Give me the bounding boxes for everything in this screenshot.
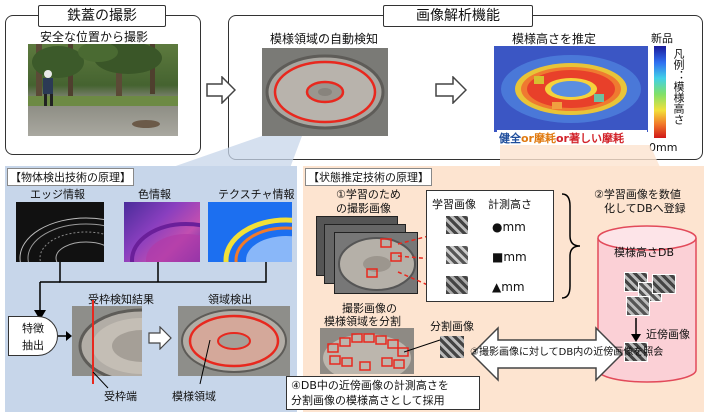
color-image [124, 202, 200, 262]
row2-height: ■mm [492, 250, 527, 264]
query-double-arrow [470, 326, 624, 382]
feature-connector [34, 262, 267, 320]
frame-edge-pointer [92, 372, 109, 389]
legend-label: 凡例：模様高さ [672, 48, 685, 125]
condition-severe: 著しい摩耗 [568, 132, 624, 145]
feature-line-2: 抽出 [22, 339, 44, 352]
detection-title: 【物体検出技術の原理】 [7, 168, 134, 186]
step1-line-1: ①学習のため [336, 188, 401, 201]
frame-edge-label: 受枠端 [104, 390, 137, 403]
step4-line-1: ④DB中の近傍画像の計測高さを [291, 379, 449, 392]
legend-colorbar [654, 46, 666, 138]
detected-manhole-image [262, 48, 388, 136]
pattern-region-label: 模様領域 [172, 390, 216, 403]
estimation-title: 【状態推定技術の原理】 [305, 168, 432, 186]
training-photo-front [334, 232, 418, 294]
split-pointer [404, 339, 441, 353]
nearest-patch [624, 342, 648, 362]
split-image-label: 分割画像 [430, 320, 474, 333]
split-photo [320, 328, 414, 374]
estimation-callout [500, 145, 660, 167]
row1-height: ●mm [492, 220, 526, 234]
texture-patch-2 [446, 246, 468, 264]
detection-callout [170, 136, 302, 168]
table-brace [561, 193, 581, 299]
texture-patch-1 [446, 216, 468, 234]
split-line-2: 模様領域を分割 [324, 315, 401, 328]
condition-or-2: or [555, 132, 569, 145]
condition-or-1: or [521, 132, 534, 145]
step2-line-2: 化してDBへ登録 [604, 202, 686, 215]
photo-tab: 鉄蓋の撮影 [38, 5, 166, 27]
feature-line-1: 特徴 [22, 322, 44, 335]
analysis-tab: 画像解析機能 [383, 5, 533, 27]
texture-label: テクスチャ情報 [218, 188, 295, 201]
measured-height-header: 計測高さ [488, 198, 532, 211]
texture-image [208, 202, 292, 262]
edge-label: エッジ情報 [30, 188, 85, 201]
step3-line: ③撮影画像に対してDB内の近傍画像を照会 [470, 347, 664, 358]
region-detect-image [178, 306, 290, 376]
db-patch-4 [626, 296, 650, 316]
condition-line: 健全or摩耗or著しい摩耗 [497, 130, 647, 146]
db-down-arrow [631, 318, 641, 342]
detect-to-estimate-arrow [435, 76, 467, 104]
step4-line-2: 分割画像の模様高さとして採用 [291, 394, 445, 407]
step2-line-1: ②学習画像を数値 [594, 188, 681, 201]
frame-result-label: 受枠検知結果 [88, 293, 154, 306]
region-detect-label: 領域検出 [208, 293, 252, 306]
auto-detect-label: 模様領域の自動検知 [270, 32, 379, 46]
region-pointer [199, 340, 211, 385]
step4-box: ④DB中の近傍画像の計測高さを 分割画像の模様高さとして採用 [286, 376, 480, 410]
condition-worn: 摩耗 [533, 132, 556, 145]
height-heatmap-image [494, 46, 648, 132]
db-label: 模様高さDB [614, 246, 675, 259]
texture-patch-3 [446, 276, 468, 294]
split-patch [440, 336, 464, 358]
estimate-label: 模様高さを推定 [512, 32, 597, 46]
feature-to-result-arrow [58, 331, 72, 341]
color-label: 色情報 [138, 188, 171, 201]
photo-caption: 安全な位置から撮影 [40, 30, 149, 44]
street-photo [28, 44, 178, 136]
frame-edge-line [92, 300, 94, 384]
nearest-label: 近傍画像 [646, 328, 690, 341]
legend-top-label: 新品 [651, 32, 673, 45]
split-line-1: 撮影画像の [342, 302, 397, 315]
edge-image [16, 202, 104, 262]
photo-to-analysis-arrow [206, 76, 236, 104]
frame-result-image [72, 306, 142, 376]
result-to-region-arrow [148, 326, 172, 350]
feature-extraction-box: 特徴 抽出 [8, 316, 58, 356]
step1-line-2: の撮影画像 [336, 202, 391, 215]
db-patch-3 [652, 274, 676, 294]
condition-good: 健全 [499, 132, 521, 145]
legend-bottom-label: 0mm [649, 141, 678, 154]
row3-height: ▲mm [492, 280, 525, 294]
train-image-header: 学習画像 [432, 198, 476, 211]
